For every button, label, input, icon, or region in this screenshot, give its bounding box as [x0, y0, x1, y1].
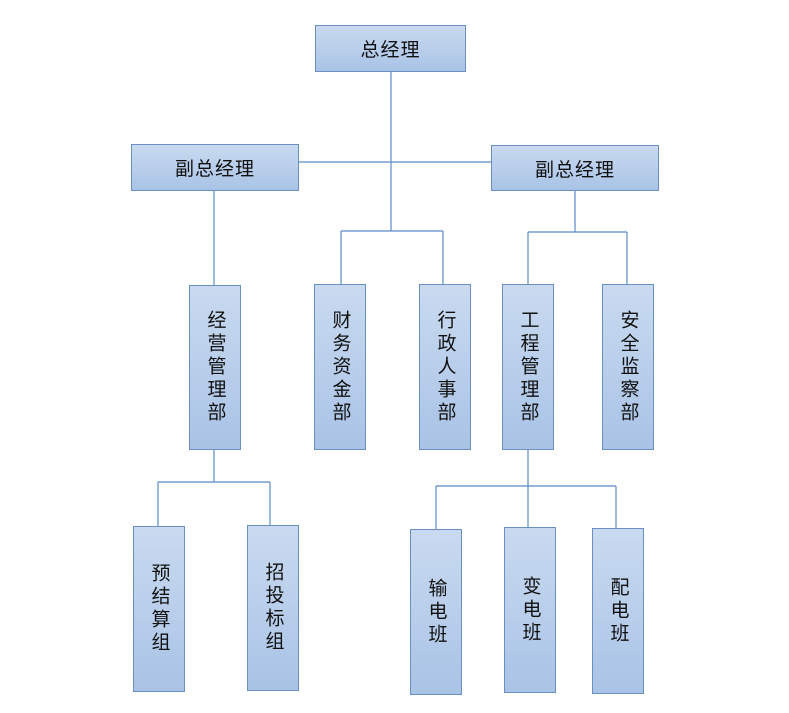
node-team-bidding: 招投标组 — [247, 525, 299, 691]
node-dept-safety-label: 安全监察部 — [617, 309, 640, 425]
node-dept-engineering: 工程管理部 — [502, 284, 554, 450]
node-dept-admin-hr: 行政人事部 — [419, 284, 471, 450]
node-team-substation-label: 变电班 — [519, 575, 542, 645]
node-dept-engineering-label: 工程管理部 — [517, 309, 540, 425]
node-team-distribution: 配电班 — [592, 528, 644, 694]
node-team-budget-label: 预结算组 — [148, 563, 171, 655]
node-dept-business-label: 经营管理部 — [204, 310, 227, 425]
node-dept-finance-label: 财务资金部 — [329, 309, 352, 425]
node-team-substation: 变电班 — [504, 527, 556, 693]
node-dept-business: 经营管理部 — [189, 285, 241, 450]
node-dept-safety: 安全监察部 — [602, 284, 654, 450]
node-team-budget: 预结算组 — [133, 526, 185, 692]
node-vp-right: 副总经理 — [491, 145, 659, 191]
node-team-transmission: 输电班 — [410, 529, 462, 695]
node-dept-admin-hr-label: 行政人事部 — [434, 309, 457, 425]
node-dept-finance: 财务资金部 — [314, 284, 366, 450]
node-team-bidding-label: 招投标组 — [262, 562, 285, 654]
node-vp-left-label: 副总经理 — [174, 158, 255, 180]
node-team-transmission-label: 输电班 — [425, 577, 448, 647]
node-vp-right-label: 副总经理 — [534, 158, 615, 181]
node-general-manager-label: 总经理 — [360, 39, 421, 61]
node-general-manager: 总经理 — [315, 25, 466, 72]
node-team-distribution-label: 配电班 — [607, 576, 630, 646]
node-vp-left: 副总经理 — [131, 144, 299, 191]
